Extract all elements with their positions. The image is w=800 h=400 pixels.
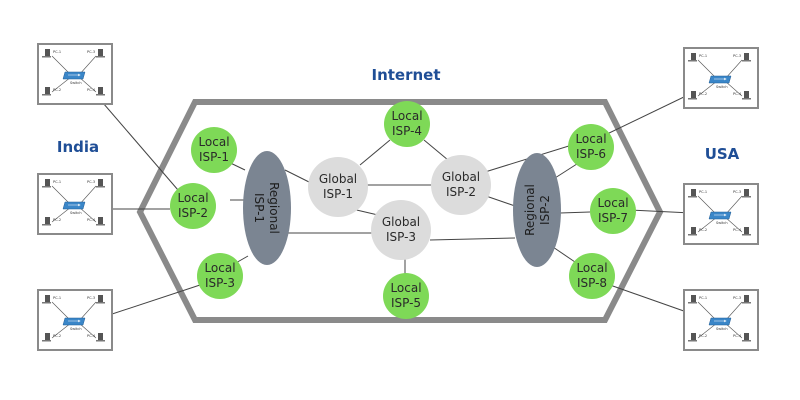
regional-isp-2: Regional ISP-2 <box>513 153 561 267</box>
pc-label: PC-4 <box>733 92 742 96</box>
regional-isp-2-line1: Regional <box>523 184 537 236</box>
global-isp-1-line2: ISP-1 <box>323 187 353 201</box>
pc-label: PC-4 <box>733 334 742 338</box>
local-isp-4-line2: ISP-4 <box>392 124 422 138</box>
pc-label: PC-1 <box>699 296 707 300</box>
internet-title: Internet <box>371 66 440 84</box>
local-isp-6: Local ISP-6 <box>568 124 614 170</box>
pc-label: PC-3 <box>87 50 95 54</box>
local-isp-1-line1: Local <box>198 135 229 149</box>
local-isp-2-line1: Local <box>177 191 208 205</box>
pc-label: PC-1 <box>53 50 61 54</box>
local-isp-4-line1: Local <box>391 109 422 123</box>
local-isp-3: Local ISP-3 <box>197 253 243 299</box>
pc-label: PC-2 <box>53 88 61 92</box>
regional-isp-2-line2: ISP-2 <box>538 195 552 225</box>
pc-label: PC-1 <box>699 190 707 194</box>
pc-label: PC-4 <box>87 334 96 338</box>
local-isp-5-line2: ISP-5 <box>391 296 421 310</box>
pc-label: PC-3 <box>733 296 741 300</box>
switch-label: Switch <box>70 81 82 85</box>
regional-isp-1: Regional ISP-1 <box>243 151 291 265</box>
global-isp-2: Global ISP-2 <box>431 155 491 215</box>
region-label-india: India <box>57 138 99 156</box>
lan-usa-1: PC-1 PC-3 PC-2 PC-4 Switch <box>683 47 759 109</box>
local-isp-6-line1: Local <box>575 132 606 146</box>
switch-label: Switch <box>716 221 728 225</box>
pc-label: PC-3 <box>87 180 95 184</box>
local-isp-6-line2: ISP-6 <box>576 147 606 161</box>
local-isp-1: Local ISP-1 <box>191 127 237 173</box>
pc-label: PC-3 <box>733 54 741 58</box>
local-isp-5: Local ISP-5 <box>383 273 429 319</box>
lan-usa-2: PC-1 PC-3 PC-2 PC-4 Switch <box>683 183 759 245</box>
pc-label: PC-2 <box>699 92 707 96</box>
pc-label: PC-3 <box>733 190 741 194</box>
lan-india-3: PC-1 PC-3 PC-2 PC-4 Switch <box>37 289 113 351</box>
local-isp-2-line2: ISP-2 <box>178 206 208 220</box>
pc-label: PC-1 <box>53 296 61 300</box>
global-isp-2-line2: ISP-2 <box>446 185 476 199</box>
switch-label: Switch <box>70 211 82 215</box>
global-isp-1-line1: Global <box>319 172 357 186</box>
region-label-usa: USA <box>705 145 740 163</box>
local-isp-2: Local ISP-2 <box>170 183 216 229</box>
local-isp-7: Local ISP-7 <box>590 188 636 234</box>
global-isp-3-line2: ISP-3 <box>386 230 416 244</box>
local-isp-8: Local ISP-8 <box>569 253 615 299</box>
pc-label: PC-2 <box>699 228 707 232</box>
lan-usa-3: PC-1 PC-3 PC-2 PC-4 Switch <box>683 289 759 351</box>
local-isp-1-line2: ISP-1 <box>199 150 229 164</box>
global-isp-3: Global ISP-3 <box>371 200 431 260</box>
lan-india-1: PC-1 PC-3 PC-2 PC-4 Switch <box>37 43 113 105</box>
switch-label: Switch <box>70 327 82 331</box>
local-isp-3-line1: Local <box>204 261 235 275</box>
pc-label: PC-3 <box>87 296 95 300</box>
pc-label: PC-4 <box>733 228 742 232</box>
global-isp-1: Global ISP-1 <box>308 157 368 217</box>
pc-label: PC-1 <box>699 54 707 58</box>
local-isp-8-line2: ISP-8 <box>577 276 607 290</box>
lan-india-2: PC-1 PC-3 PC-2 PC-4 Switch <box>37 173 113 235</box>
pc-label: PC-4 <box>87 88 96 92</box>
local-isp-4: Local ISP-4 <box>384 101 430 147</box>
local-isp-5-line1: Local <box>390 281 421 295</box>
global-isp-2-line1: Global <box>442 170 480 184</box>
global-isp-3-line1: Global <box>382 215 420 229</box>
pc-label: PC-4 <box>87 218 96 222</box>
local-isp-3-line2: ISP-3 <box>205 276 235 290</box>
regional-isp-1-line2: ISP-1 <box>252 193 266 223</box>
pc-label: PC-2 <box>699 334 707 338</box>
pc-label: PC-1 <box>53 180 61 184</box>
local-isp-8-line1: Local <box>576 261 607 275</box>
regional-isp-1-line1: Regional <box>267 182 281 234</box>
local-isp-7-line1: Local <box>597 196 628 210</box>
switch-label: Switch <box>716 327 728 331</box>
local-isp-7-line2: ISP-7 <box>598 211 628 225</box>
pc-label: PC-2 <box>53 334 61 338</box>
pc-label: PC-2 <box>53 218 61 222</box>
switch-label: Switch <box>716 85 728 89</box>
